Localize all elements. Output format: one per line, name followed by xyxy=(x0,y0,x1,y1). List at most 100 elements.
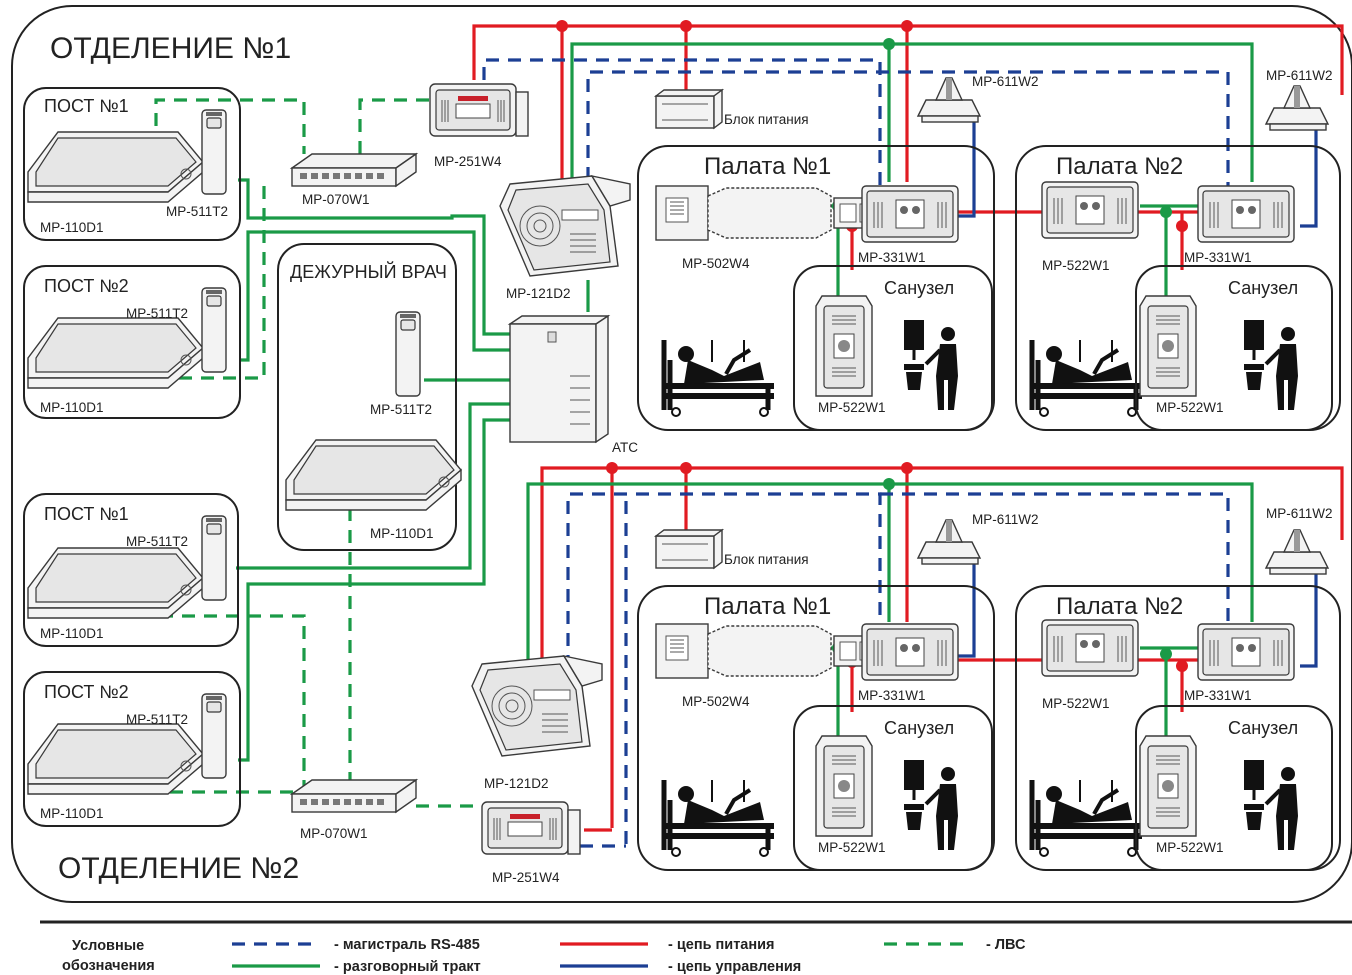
wall-call-panel-icon[interactable] xyxy=(1041,181,1139,239)
handset-icon[interactable] xyxy=(395,311,421,397)
psu-top-label: Блок питания xyxy=(724,112,809,127)
bathroom-title: Санузел xyxy=(1228,718,1298,738)
wall-call-panel-icon[interactable] xyxy=(1041,619,1139,677)
desk-console-icon[interactable] xyxy=(27,547,204,619)
console-label: MP-110D1 xyxy=(40,626,104,641)
legend-power: - цепь питания xyxy=(668,937,775,953)
desk-console-icon[interactable] xyxy=(27,131,204,203)
ward-title: Палата №1 xyxy=(704,153,831,180)
patient-bed-icon xyxy=(664,340,774,416)
terminal-label: MP-331W1 xyxy=(1184,688,1252,703)
ward-2-bottom: Палата №2 MP-522W1 MP-331W1 MP-611W2 Сан… xyxy=(1015,506,1341,871)
department-1-title: ОТДЕЛЕНИЕ №1 xyxy=(50,32,291,65)
amplifier-icon[interactable] xyxy=(481,801,581,855)
bathroom-call-button-icon[interactable] xyxy=(1139,735,1197,837)
power-supply-icon[interactable] xyxy=(655,529,723,569)
toilet-person-icon xyxy=(1242,758,1300,852)
wc-button-label: MP-522W1 xyxy=(818,840,886,855)
legend-title-2: обозначения xyxy=(62,958,155,974)
toilet-person-icon xyxy=(902,758,960,852)
bathroom-call-button-icon[interactable] xyxy=(815,295,873,397)
amp-bottom-label: MP-251W4 xyxy=(492,870,560,885)
bedhead-label: MP-522W1 xyxy=(1042,258,1110,273)
ward-terminal-icon[interactable] xyxy=(861,623,959,681)
facility-frame xyxy=(11,5,1352,903)
legend-control: - цепь управления xyxy=(668,959,801,975)
post-title: ПОСТ №2 xyxy=(44,276,129,296)
legend-title: Условные xyxy=(72,938,144,954)
router-bottom-label: MP-121D2 xyxy=(484,776,549,791)
bathroom-title: Санузел xyxy=(884,278,954,298)
bedhead-panel-icon[interactable] xyxy=(655,623,883,679)
handset-label: MP-511T2 xyxy=(126,534,188,549)
legend: Условные обозначения - магистраль RS-485… xyxy=(40,920,1352,975)
pbx-cabinet-icon[interactable] xyxy=(509,315,609,443)
ward-title: Палата №2 xyxy=(1056,593,1183,620)
bedhead-panel-icon[interactable] xyxy=(655,185,883,241)
legend-lan: - ЛВС xyxy=(986,937,1026,953)
handset-icon[interactable] xyxy=(201,693,227,779)
switch-top-label: MP-070W1 xyxy=(302,192,370,207)
psu-bottom-label: Блок питания xyxy=(724,552,809,567)
terminal-label: MP-331W1 xyxy=(858,250,926,265)
desk-console-icon[interactable] xyxy=(27,723,204,795)
lamp-label: MP-611W2 xyxy=(1266,68,1333,83)
patient-bed-icon xyxy=(664,780,774,856)
legend-rs485: - магистраль RS-485 xyxy=(334,937,480,953)
power-supply-icon[interactable] xyxy=(655,89,723,129)
toilet-person-icon xyxy=(902,318,960,412)
wc-button-label: MP-522W1 xyxy=(1156,400,1224,415)
ward-1-top: Палата №1 MP-502W4 MP-331W1 MP-611W2 Сан… xyxy=(637,74,1039,431)
bedhead-label: MP-502W4 xyxy=(682,256,750,271)
patient-bed-icon xyxy=(1032,780,1142,856)
ward-terminal-icon[interactable] xyxy=(1197,185,1295,243)
handset-icon[interactable] xyxy=(201,515,227,601)
switch-bottom-label: MP-070W1 xyxy=(300,826,368,841)
network-switch-icon[interactable] xyxy=(291,153,417,187)
legend-talk: - разговорный тракт xyxy=(334,959,481,975)
ward-terminal-icon[interactable] xyxy=(1197,623,1295,681)
corridor-lamp-icon[interactable] xyxy=(1265,529,1329,575)
amp-top-label: MP-251W4 xyxy=(434,154,502,169)
console-label: MP-110D1 xyxy=(40,806,104,821)
bathroom-call-button-icon[interactable] xyxy=(1139,295,1197,397)
corridor-lamp-icon[interactable] xyxy=(1265,85,1329,131)
post-2-bottom: ПОСТ №2 MP-110D1 MP-511T2 xyxy=(23,671,241,827)
ward-terminal-icon[interactable] xyxy=(861,185,959,243)
corridor-lamp-icon[interactable] xyxy=(917,77,981,123)
router-top-label: MP-121D2 xyxy=(506,286,571,301)
wc-button-label: MP-522W1 xyxy=(1156,840,1224,855)
bathroom-call-button-icon[interactable] xyxy=(815,735,873,837)
dispatcher-console-icon[interactable] xyxy=(499,175,631,277)
handset-label: MP-511T2 xyxy=(166,204,228,219)
toilet-person-icon xyxy=(1242,318,1300,412)
handset-icon[interactable] xyxy=(201,287,227,373)
amplifier-icon[interactable] xyxy=(429,83,529,137)
bedhead-label: MP-522W1 xyxy=(1042,696,1110,711)
ward-title: Палата №1 xyxy=(704,593,831,620)
ward-2-top: Палата №2 MP-522W1 MP-331W1 MP-611W2 Сан… xyxy=(1015,68,1341,431)
patient-bed-icon xyxy=(1032,340,1142,416)
desk-console-icon[interactable] xyxy=(285,439,462,511)
dispatcher-console-icon[interactable] xyxy=(471,655,603,757)
ward-1-bottom: Палата №1 MP-502W4 MP-331W1 MP-611W2 Сан… xyxy=(637,512,1039,871)
network-switch-icon[interactable] xyxy=(291,779,417,813)
console-label: MP-110D1 xyxy=(40,220,104,235)
post-1-top: ПОСТ №1 MP-110D1 MP-511T2 xyxy=(23,87,241,241)
terminal-label: MP-331W1 xyxy=(858,688,926,703)
ward-title: Палата №2 xyxy=(1056,153,1183,180)
bathroom-title: Санузел xyxy=(1228,278,1298,298)
desk-console-icon[interactable] xyxy=(27,317,204,389)
handset-icon[interactable] xyxy=(201,109,227,195)
handset-label: MP-511T2 xyxy=(126,306,188,321)
wiring xyxy=(154,24,1344,848)
doctor-handset-label: MP-511T2 xyxy=(370,402,432,417)
wc-button-label: MP-522W1 xyxy=(818,400,886,415)
doctor-console-label: MP-110D1 xyxy=(370,526,434,541)
corridor-lamp-icon[interactable] xyxy=(917,519,981,565)
post-1-bottom: ПОСТ №1 MP-110D1 MP-511T2 xyxy=(23,493,239,647)
post-title: ПОСТ №1 xyxy=(44,96,129,116)
doctor-title: ДЕЖУРНЫЙ ВРАЧ xyxy=(290,261,447,282)
duty-doctor: ДЕЖУРНЫЙ ВРАЧ MP-511T2 MP-110D1 xyxy=(277,243,462,551)
